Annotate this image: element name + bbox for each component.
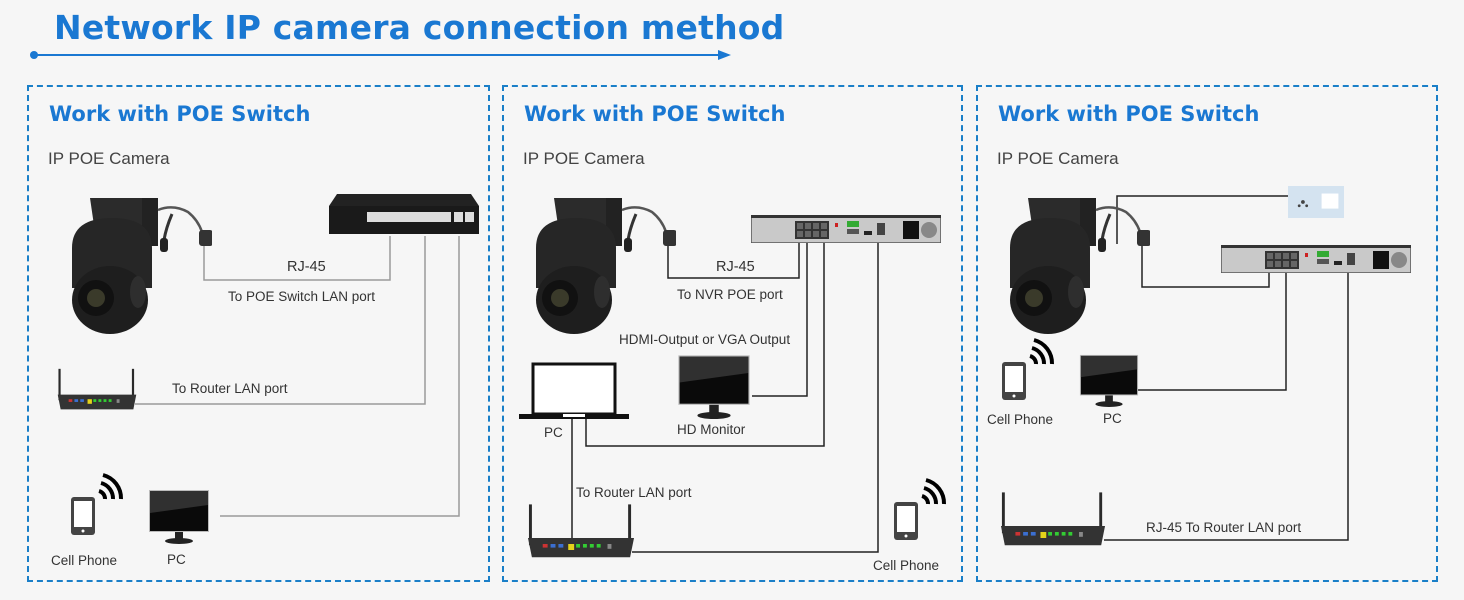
nvr-icon — [751, 215, 941, 243]
label-pc: PC — [544, 425, 563, 440]
monitor-icon — [676, 353, 752, 419]
router-icon — [527, 502, 635, 562]
panel-subtitle: IP POE Camera — [997, 149, 1119, 168]
panel-nvr: Work with POE Switch IP POE Camera — [502, 85, 963, 582]
panel-title: Work with POE Switch — [49, 102, 311, 126]
title-underline-arrow — [30, 50, 731, 60]
panel-title: Work with POE Switch — [998, 102, 1260, 126]
label-pc: PC — [1103, 411, 1122, 426]
power-outlet-icon — [1288, 186, 1344, 218]
cell-phone-icon — [67, 473, 127, 535]
laptop-icon — [519, 362, 629, 424]
poe-switch-icon — [329, 193, 479, 235]
panel-subtitle: IP POE Camera — [523, 149, 645, 168]
nvr-icon — [1221, 245, 1411, 273]
monitor-icon — [147, 488, 211, 544]
ptz-camera-icon — [1000, 188, 1150, 338]
page-title: Network IP camera connection method — [54, 8, 785, 47]
label-cell-phone: Cell Phone — [51, 553, 118, 568]
label-cell-phone: Cell Phone — [987, 412, 1054, 427]
router-icon — [1000, 490, 1106, 550]
label-pc: PC — [167, 552, 186, 567]
label-to-router: To Router LAN port — [172, 381, 288, 396]
monitor-icon — [1078, 353, 1140, 407]
panel-title: Work with POE Switch — [524, 102, 786, 126]
panel-subtitle: IP POE Camera — [48, 149, 170, 168]
ptz-camera-icon — [526, 188, 676, 338]
label-hd-monitor: HD Monitor — [677, 422, 746, 437]
router-icon — [57, 367, 137, 413]
ptz-camera-icon — [62, 188, 212, 338]
label-to-router: To Router LAN port — [576, 485, 692, 500]
label-rj45: RJ-45 — [287, 259, 326, 275]
panel-poe-switch: Work with POE Switch IP POE Camera — [27, 85, 490, 582]
label-hdmi-vga: HDMI-Output or VGA Output — [619, 332, 791, 347]
cell-phone-icon — [998, 338, 1058, 400]
panel-nvr-outlet: Work with POE Switch IP POE Camera — [976, 85, 1438, 582]
cell-phone-icon — [890, 478, 950, 540]
label-to-nvr: To NVR POE port — [677, 287, 783, 302]
label-rj45: RJ-45 — [716, 259, 755, 275]
label-to-switch: To POE Switch LAN port — [228, 289, 376, 304]
label-cell-phone: Cell Phone — [873, 558, 940, 573]
label-rj45-router: RJ-45 To Router LAN port — [1146, 520, 1302, 535]
